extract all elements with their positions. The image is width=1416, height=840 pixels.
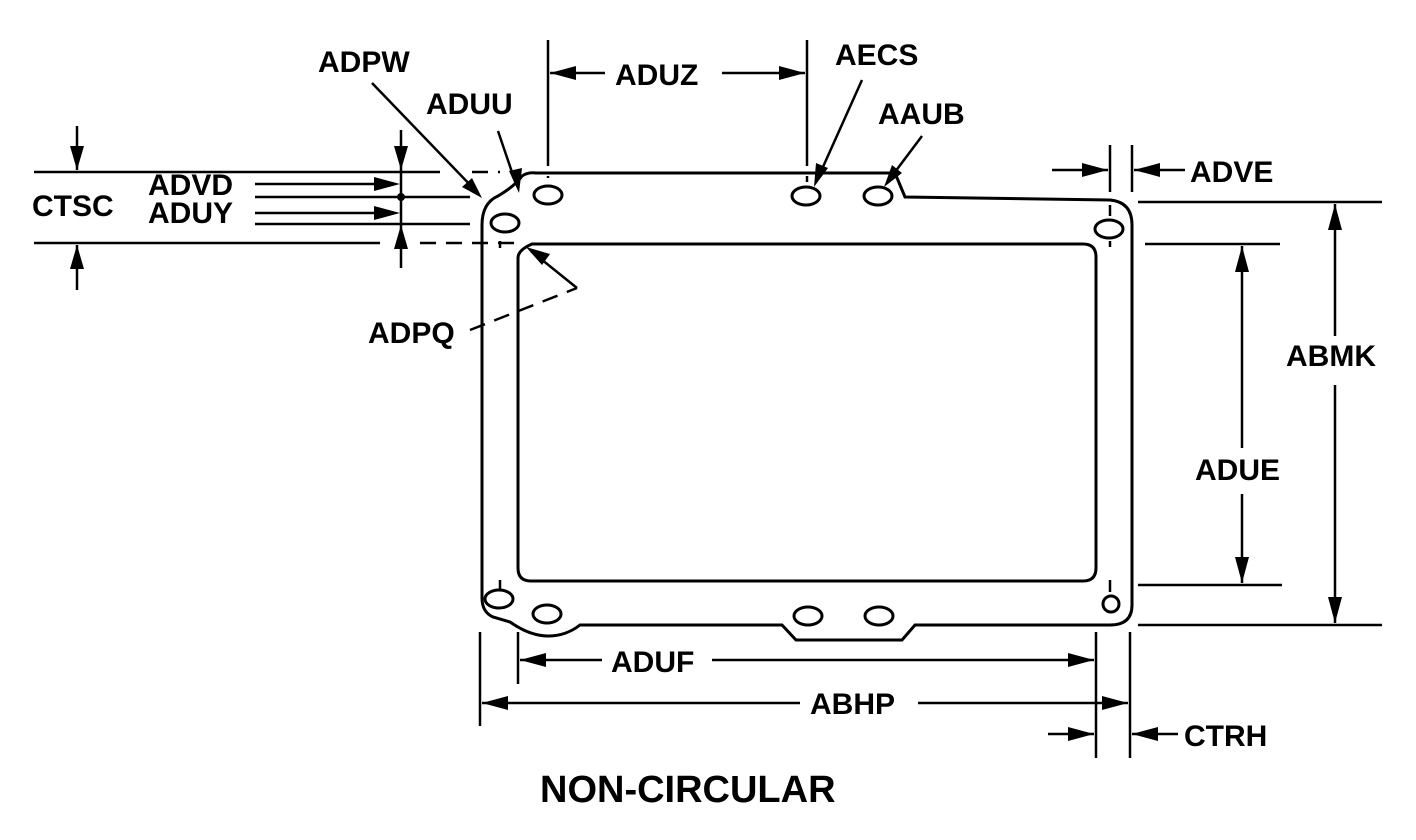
label-adve: ADVE	[1190, 156, 1273, 189]
bolt-hole	[1093, 218, 1125, 240]
bolt-hole	[489, 212, 521, 234]
gasket-outer-outline	[480, 171, 1134, 642]
leader-aaub	[884, 135, 923, 187]
leader-aduu	[496, 130, 522, 193]
bolt-hole	[532, 184, 564, 206]
label-aecs: AECS	[835, 39, 918, 72]
bolt-hole	[792, 605, 824, 627]
dimension-ctsc-advd-aduy	[34, 126, 515, 290]
label-aduu: ADUU	[426, 88, 513, 121]
bolt-hole	[862, 185, 894, 207]
leader-adpq	[469, 247, 578, 332]
label-aduz: ADUZ	[615, 59, 698, 92]
label-aaub: AAUB	[878, 98, 965, 131]
bolt-hole	[1101, 594, 1121, 614]
caption: NON-CIRCULAR	[540, 769, 836, 811]
bolt-hole	[863, 605, 895, 627]
center-marks	[498, 150, 1112, 592]
bolt-hole	[531, 603, 563, 625]
dimension-ctrh	[1048, 727, 1178, 741]
label-ctrh: CTRH	[1184, 720, 1267, 753]
bolt-hole	[483, 588, 515, 610]
dimension-aduf	[520, 653, 1094, 667]
gasket-inner-opening	[516, 242, 1098, 583]
label-abhp: ABHP	[810, 688, 895, 721]
leader-adpw	[371, 82, 482, 198]
label-aduf: ADUF	[611, 646, 694, 679]
label-adpw: ADPW	[318, 46, 410, 79]
label-ctsc: CTSC	[32, 190, 114, 223]
leader-aecs	[814, 79, 864, 187]
bottom-extension-lines	[478, 632, 1132, 758]
dimension-adue	[1138, 242, 1282, 587]
label-abmk: ABMK	[1286, 340, 1376, 373]
bolt-hole	[790, 185, 822, 207]
dimension-adve	[1052, 145, 1185, 192]
label-adpq: ADPQ	[368, 317, 455, 350]
label-advd: ADVD	[148, 169, 233, 202]
dimension-abhp	[482, 696, 1128, 710]
label-aduy: ADUY	[148, 197, 233, 230]
label-adue: ADUE	[1195, 454, 1280, 487]
dimension-aduz	[546, 40, 809, 150]
bolt-holes	[483, 184, 1125, 627]
dimension-abmk	[1138, 200, 1382, 627]
